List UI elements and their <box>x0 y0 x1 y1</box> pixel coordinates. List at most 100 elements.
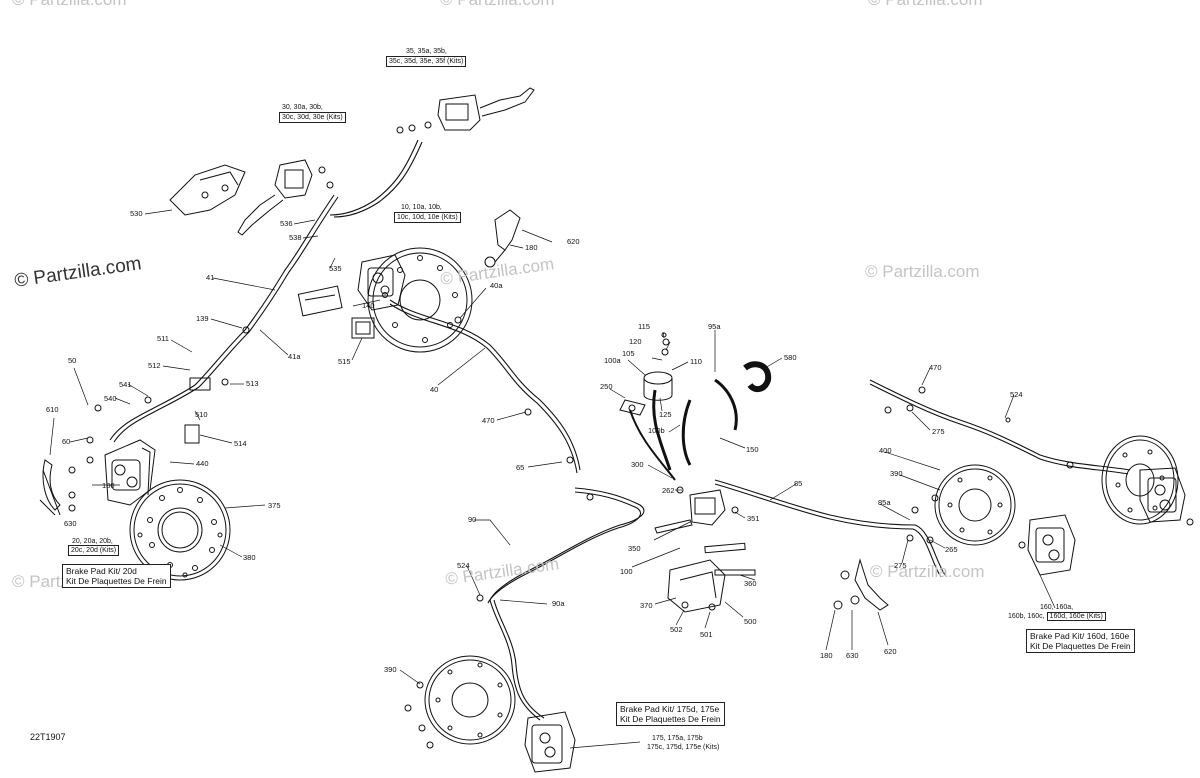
part-label: 470 <box>482 416 495 425</box>
part-label: 100a <box>604 356 621 365</box>
watermark: © Partzilla.com <box>865 262 980 281</box>
part-label: 262 <box>662 486 675 495</box>
part-label: 514 <box>234 439 247 448</box>
part-label: 500 <box>744 617 757 626</box>
callout-160-line1: 160, 160a, <box>1040 604 1074 611</box>
part-label: 501 <box>700 630 713 639</box>
part-label: 630 <box>64 519 77 528</box>
callout-30-kits: 30c, 30d, 30e (Kits) <box>279 112 346 123</box>
callout-30-line2: 30c, 30d, 30e (Kits) <box>282 114 343 121</box>
part-label: 125 <box>659 410 672 419</box>
callout-10-kits: 10c, 10d, 10e (Kits) <box>394 212 461 223</box>
part-label: 351 <box>747 514 760 523</box>
watermark: © Partzilla.com <box>440 0 555 10</box>
rear-brake-reservoir <box>643 332 673 401</box>
rear-bottom-caliper <box>524 711 576 773</box>
part-label: 540 <box>104 394 117 403</box>
part-label: 60 <box>62 437 71 446</box>
part-label: 535 <box>329 264 342 273</box>
part-label: 390 <box>384 665 397 674</box>
watermark: © Partzilla.com <box>868 0 983 10</box>
brake-pad-kit-right: Brake Pad Kit/ 160d, 160e Kit De Plaquet… <box>1026 629 1135 653</box>
part-label: 95a <box>708 322 721 331</box>
callout-35-kits: 35c, 35d, 35e, 35f (Kits) <box>386 56 467 67</box>
part-label: 470 <box>929 363 942 372</box>
part-label: 524 <box>457 561 470 570</box>
callout-160-line2: 160b, 160c, <box>1008 613 1045 620</box>
part-label: 40 <box>430 385 439 394</box>
part-label: 360 <box>744 579 757 588</box>
brake-pin-350 <box>654 519 693 534</box>
callout-175-line1: 175, 175a, 175b <box>652 735 703 742</box>
rear-right-caliper <box>1139 467 1186 523</box>
bracket-515 <box>351 317 375 339</box>
part-label: 180 <box>820 651 833 660</box>
hose-580 <box>743 361 772 393</box>
part-label: 630 <box>846 651 859 660</box>
part-label: 541 <box>119 380 132 389</box>
part-label: 350 <box>628 544 641 553</box>
part-label: 300 <box>631 460 644 469</box>
callout-10-line1: 10, 10a, 10b, <box>401 204 442 211</box>
reservoir-bracket-250 <box>619 399 646 416</box>
kit-left-line1: Brake Pad Kit/ 20d <box>66 566 137 576</box>
callout-35-line2: 35c, 35d, 35e, 35f (Kits) <box>389 58 464 65</box>
part-label: 380 <box>243 553 256 562</box>
part-label: 180 <box>102 481 115 490</box>
bracket-530 <box>169 164 246 216</box>
part-label: 140 <box>362 301 375 310</box>
part-label: 400 <box>879 446 892 455</box>
part-label: 390 <box>890 469 903 478</box>
part-label: 620 <box>567 237 580 246</box>
callout-160: 160, 160a, <box>1038 603 1075 612</box>
part-label: 105 <box>622 349 635 358</box>
right-hardware <box>884 386 1194 549</box>
rear-lever-620 <box>833 558 889 611</box>
callout-35-line1: 35, 35a, 35b, <box>406 48 447 55</box>
callout-160-line3: 160d, 160e (Kits) <box>1046 612 1106 621</box>
part-label: 275 <box>932 427 945 436</box>
left-hardware <box>39 326 250 516</box>
brake-pad-kit-bottom: Brake Pad Kit/ 175d, 175e Kit De Plaquet… <box>616 702 725 726</box>
callout-35: 35, 35a, 35b, <box>404 47 449 56</box>
lever-620-top <box>484 209 521 268</box>
rear-bottom-disc <box>424 655 516 745</box>
leader-lines <box>49 209 1056 749</box>
rear-master-cylinder <box>676 486 739 526</box>
part-label: 620 <box>884 647 897 656</box>
part-label: 538 <box>289 233 302 242</box>
callout-10: 10, 10a, 10b, <box>399 203 444 212</box>
callout-175-line2: 175c, 175d, 175e (Kits) <box>647 744 720 751</box>
part-label: 513 <box>246 379 259 388</box>
part-label: 85a <box>878 498 891 507</box>
part-label: 40a <box>490 281 503 290</box>
part-label: 100 <box>620 567 633 576</box>
kit-bottom-line1: Brake Pad Kit/ 175d, 175e <box>620 704 720 714</box>
part-label: 180 <box>525 243 538 252</box>
brake-lines <box>109 139 1131 721</box>
kit-left-line2: Kit De Plaquettes De Frein <box>66 576 167 586</box>
front-right-caliper <box>357 254 406 311</box>
rear-center-caliper <box>1027 514 1076 576</box>
front-right-disc <box>367 247 473 353</box>
callout-10-line2: 10c, 10d, 10e (Kits) <box>397 214 458 221</box>
part-label: 370 <box>640 601 653 610</box>
part-label: 41 <box>206 273 215 282</box>
part-label: 250 <box>600 382 613 391</box>
kit-right-line1: Brake Pad Kit/ 160d, 160e <box>1030 631 1130 641</box>
part-label: 41a <box>288 352 301 361</box>
pedal-bracket <box>667 542 756 613</box>
callout-20: 20, 20a, 20b, <box>70 537 115 546</box>
watermark: © Partzilla.com <box>870 562 985 581</box>
brake-pad-kit-left: Brake Pad Kit/ 20d Kit De Plaquettes De … <box>62 564 171 588</box>
front-left-caliper <box>104 439 156 506</box>
part-label: 115 <box>638 322 650 331</box>
abs-module <box>297 285 343 317</box>
part-label: 375 <box>268 501 281 510</box>
part-label: 536 <box>280 219 293 228</box>
part-label: 90a <box>552 599 565 608</box>
callout-160-kits: 160b, 160c, 160d, 160e (Kits) <box>1006 612 1108 621</box>
part-label: 440 <box>196 459 209 468</box>
part-label: 524 <box>1010 390 1023 399</box>
part-label: 511 <box>157 334 169 343</box>
